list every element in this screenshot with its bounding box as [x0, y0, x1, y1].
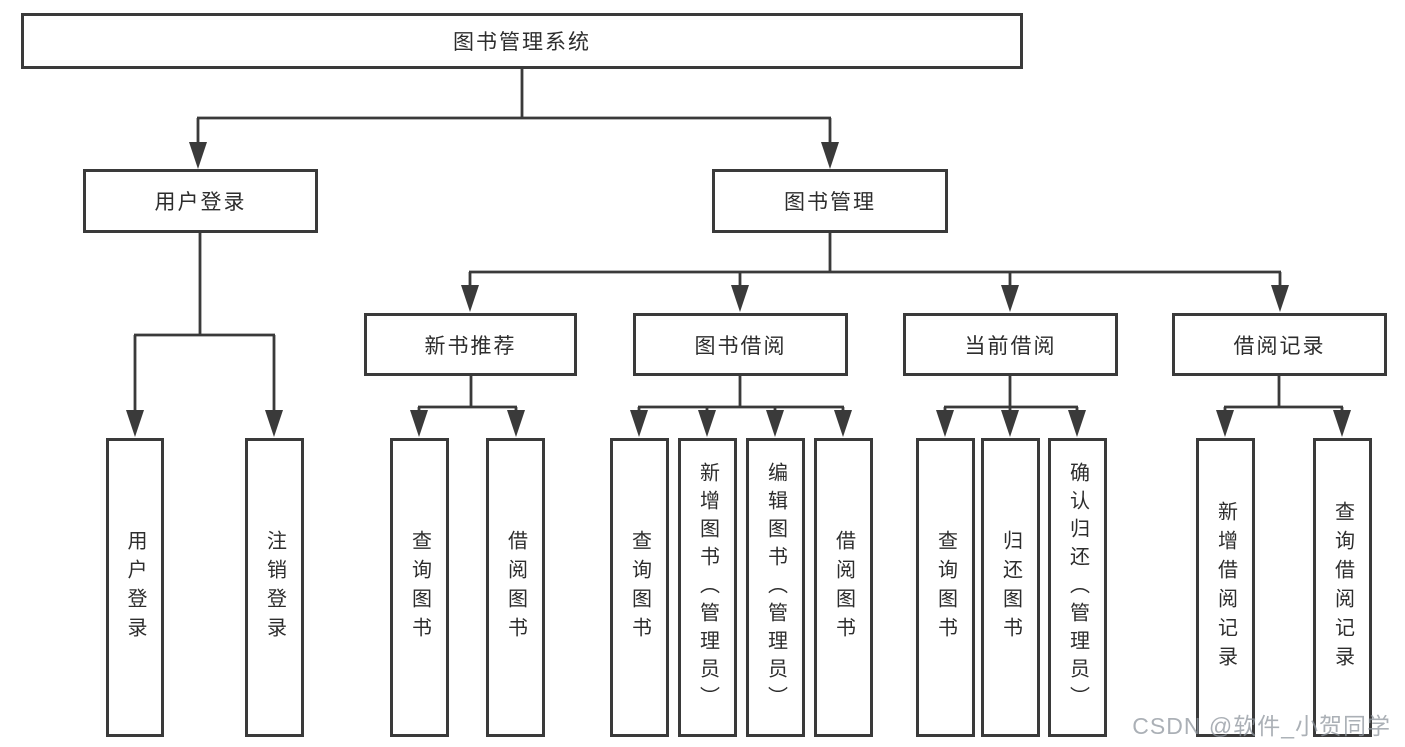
leaf-query-borrow-record: 查询借阅记录 — [1313, 438, 1372, 737]
node-root-system: 图书管理系统 — [21, 13, 1023, 69]
leaf-query-book-1: 查询图书 — [390, 438, 449, 737]
leaf-logout: 注销登录 — [245, 438, 304, 737]
node-user-login-module: 用户登录 — [83, 169, 318, 233]
node-book-management-module: 图书管理 — [712, 169, 948, 233]
node-new-book-recommend: 新书推荐 — [364, 313, 577, 376]
leaf-add-borrow-record: 新增借阅记录 — [1196, 438, 1255, 737]
leaf-borrow-book-2: 借阅图书 — [814, 438, 873, 737]
leaf-user-login: 用户登录 — [106, 438, 164, 737]
csdn-watermark: CSDN @软件_小贺同学 — [1132, 713, 1391, 739]
leaf-query-book-2: 查询图书 — [610, 438, 669, 737]
leaf-confirm-return-admin: 确认归还（管理员） — [1048, 438, 1107, 737]
leaf-borrow-book-1: 借阅图书 — [486, 438, 545, 737]
node-book-borrow: 图书借阅 — [633, 313, 848, 376]
node-borrow-record: 借阅记录 — [1172, 313, 1387, 376]
leaf-return-book: 归还图书 — [981, 438, 1040, 737]
leaf-query-book-3: 查询图书 — [916, 438, 975, 737]
leaf-add-book-admin: 新增图书（管理员） — [678, 438, 737, 737]
leaf-edit-book-admin: 编辑图书（管理员） — [746, 438, 805, 737]
node-current-borrow: 当前借阅 — [903, 313, 1118, 376]
